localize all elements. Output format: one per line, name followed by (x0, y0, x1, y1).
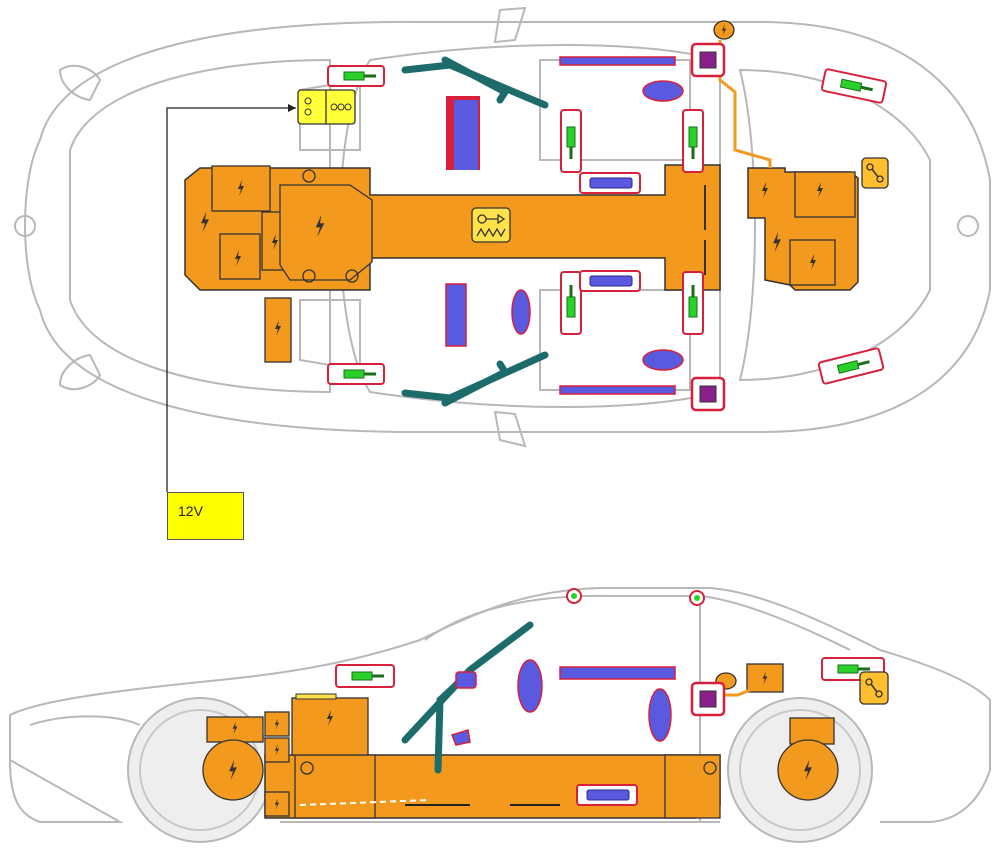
disconnect-switch-icon (859, 671, 889, 705)
roll-bar-reinforcement (401, 56, 549, 407)
a-pillar-reinforcement (401, 621, 534, 774)
voltage-label-12v: 12V (167, 492, 244, 540)
battery-pointer-line (166, 107, 296, 492)
belt-tensioner-icon (579, 172, 641, 292)
airbags-side (451, 659, 676, 746)
control-unit-icon (690, 42, 726, 412)
top-view (14, 6, 991, 492)
hv-battery-tunnel (184, 164, 721, 291)
side-view (8, 587, 991, 843)
pressure-tank-icon (471, 207, 511, 243)
hv-front-small (264, 297, 292, 363)
hv-connector-icon (713, 20, 735, 40)
belt-tensioner-icon (576, 784, 638, 806)
disconnect-switch-icon (861, 157, 889, 189)
gas-cylinder-icon (327, 65, 888, 385)
airbags-top (445, 56, 684, 395)
control-unit-icon (690, 681, 726, 717)
hv-rear-unit (747, 167, 859, 291)
hv-cable (718, 40, 772, 168)
battery-12v-icon (297, 89, 356, 125)
